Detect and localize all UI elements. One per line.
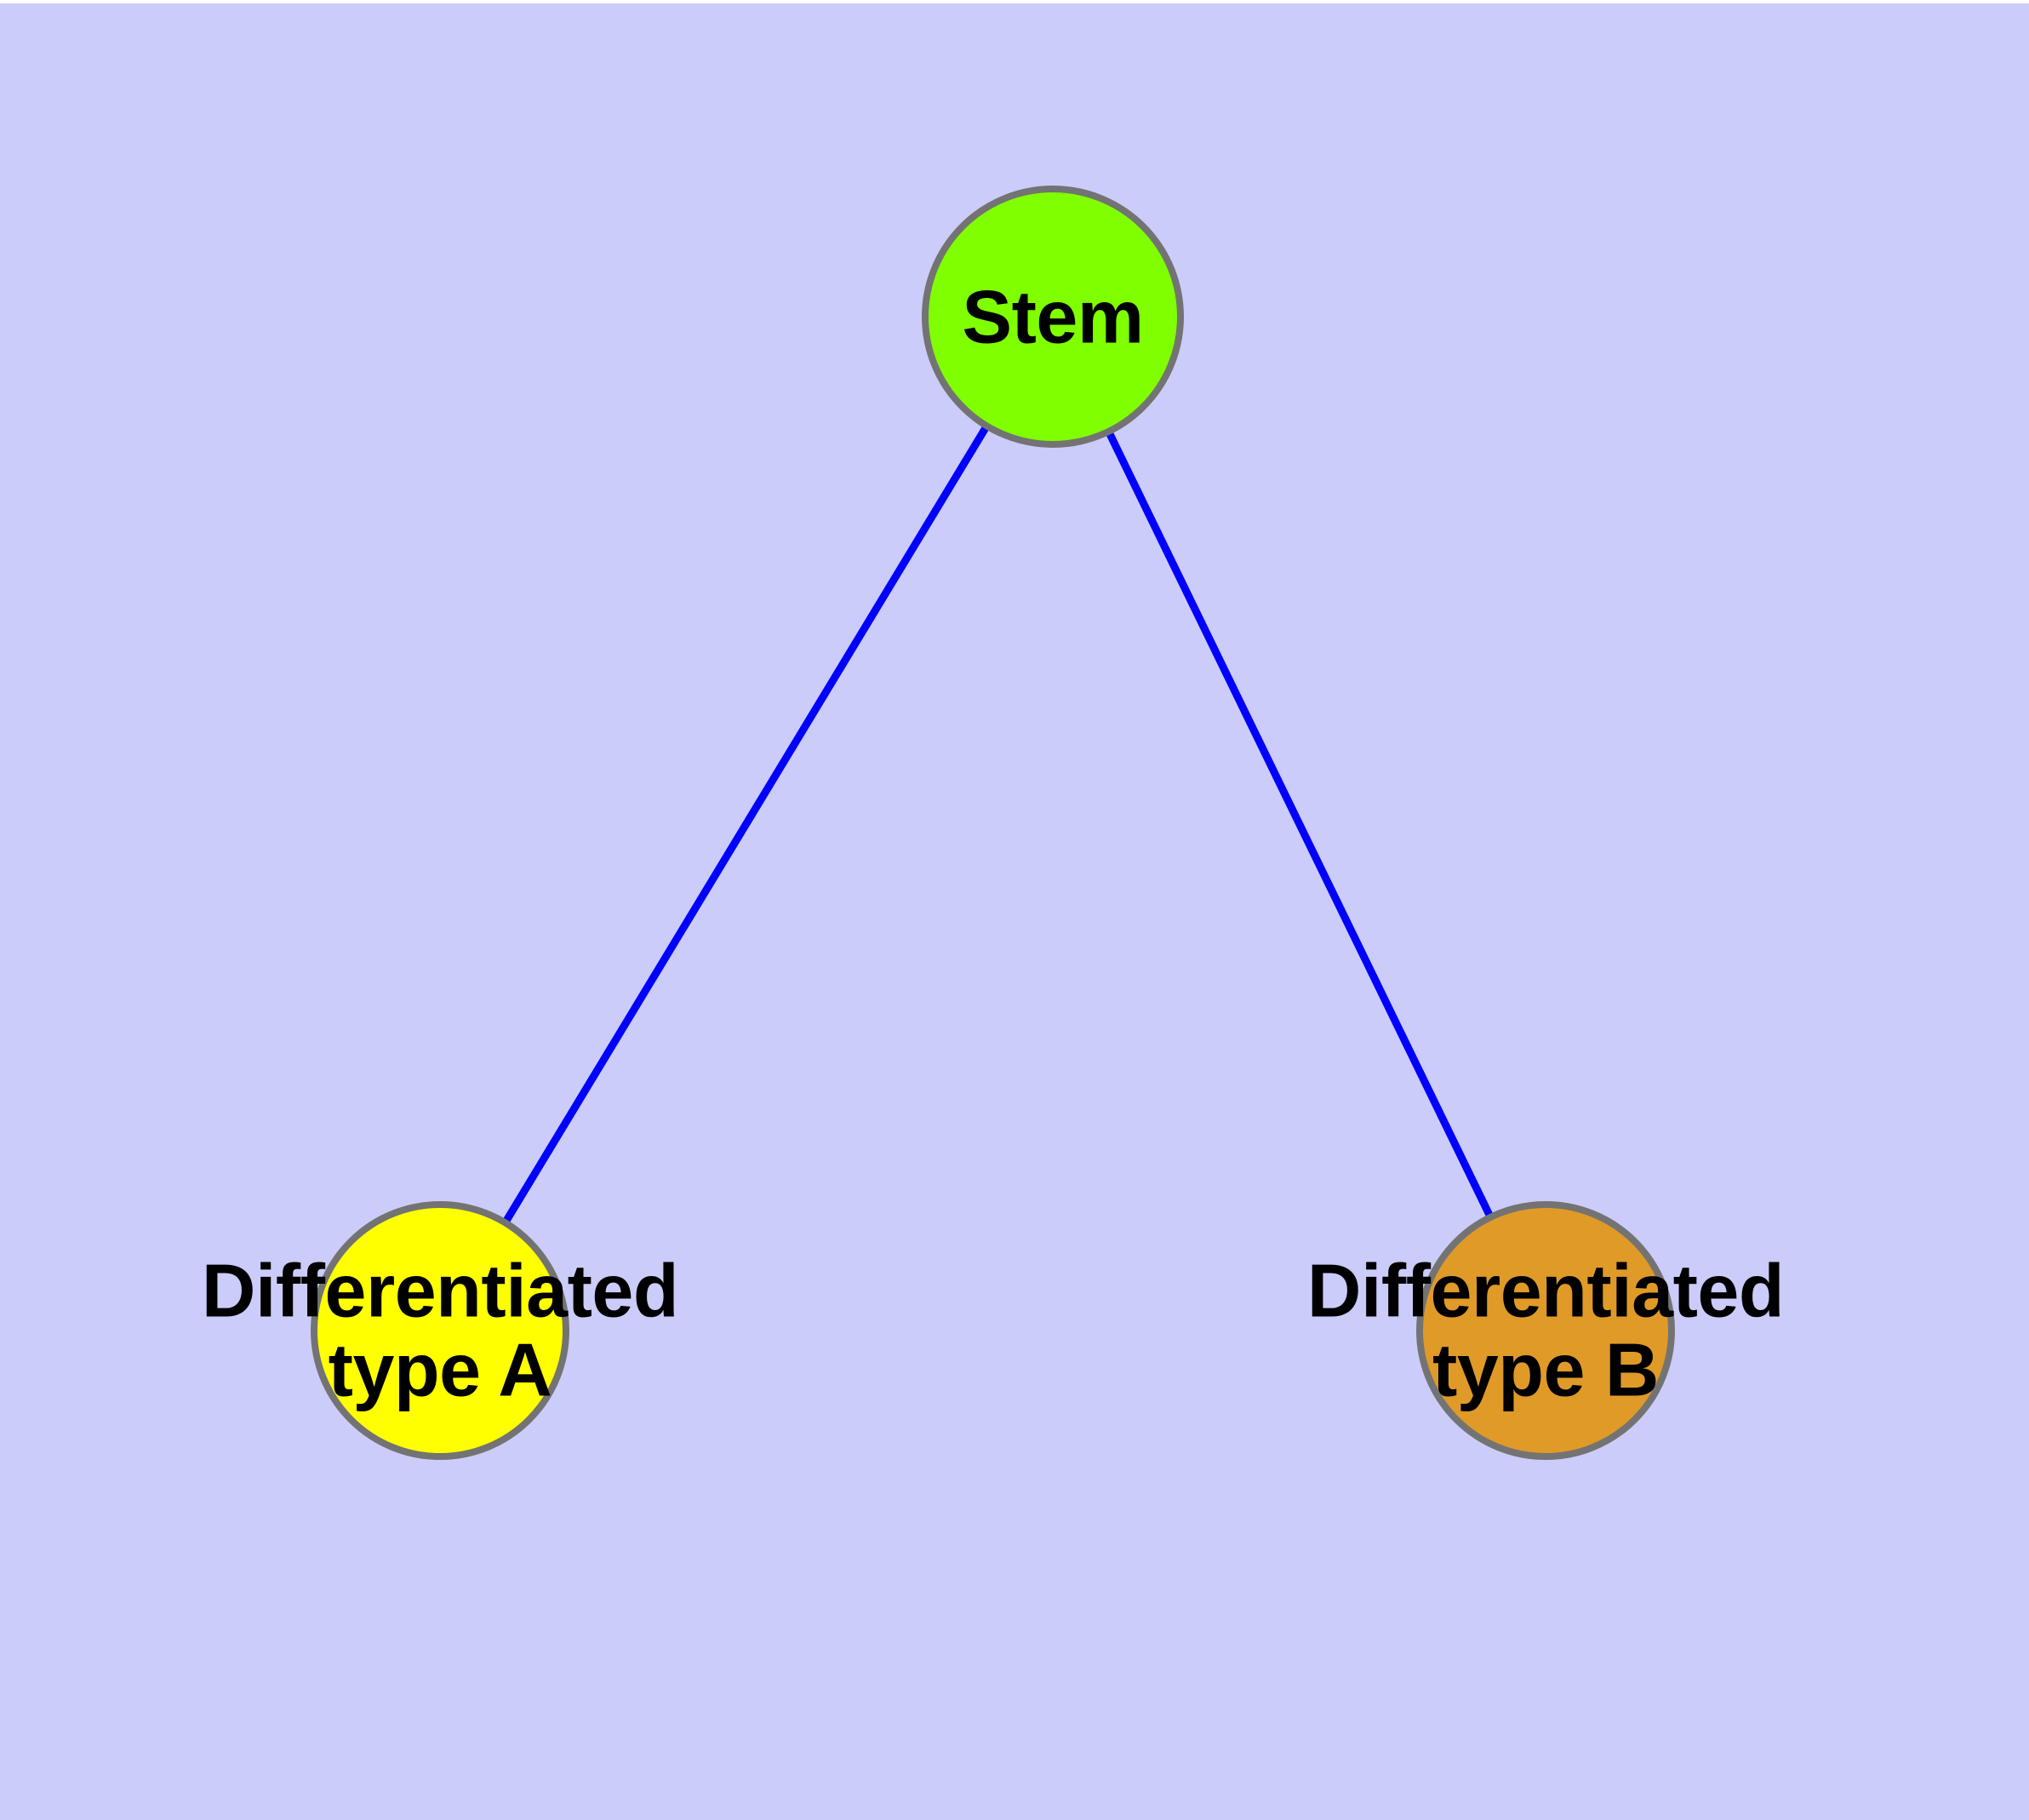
graph-edge — [437, 314, 1056, 1333]
graph-node-diff_b[interactable] — [1416, 1201, 1675, 1460]
graph-node-stem[interactable] — [922, 186, 1184, 448]
graph-edge — [1049, 315, 1550, 1332]
graph-node-diff_a[interactable] — [311, 1201, 569, 1460]
node-layer — [311, 186, 1675, 1460]
edge-layer — [437, 314, 1550, 1333]
